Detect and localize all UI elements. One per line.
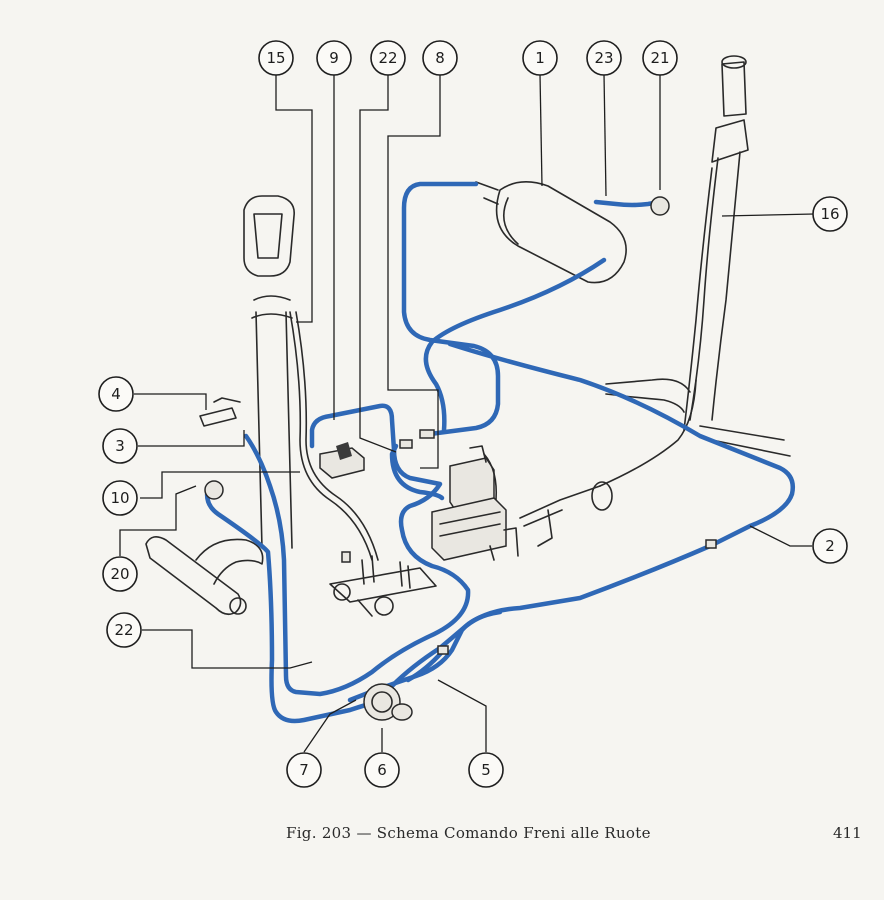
callout-6: 6	[364, 752, 400, 788]
callout-3: 3	[102, 428, 138, 464]
leader-lines	[119, 73, 815, 753]
pipe-branch-5	[405, 649, 445, 683]
svg-text:9: 9	[329, 49, 339, 67]
svg-text:7: 7	[299, 761, 309, 779]
fluid-reservoir	[319, 442, 365, 479]
callout-20: 20	[102, 556, 138, 592]
svg-text:8: 8	[435, 49, 445, 67]
callout-1: 1	[522, 40, 558, 76]
callout-7: 7	[286, 752, 322, 788]
svg-text:23: 23	[594, 49, 613, 67]
svg-text:22: 22	[378, 49, 397, 67]
pipe-tank-to-valve	[401, 181, 501, 437]
callout-21: 21	[642, 40, 678, 76]
pipe-valve-to-switch	[389, 443, 445, 501]
callout-15: 15	[258, 40, 294, 76]
svg-text:4: 4	[111, 385, 121, 403]
rubber-boot	[145, 536, 264, 616]
pipe-left-front	[204, 485, 387, 724]
callout-22-top: 22	[370, 40, 406, 76]
svg-text:1: 1	[535, 49, 545, 67]
pipe-fittings	[204, 196, 717, 655]
svg-text:5: 5	[481, 761, 491, 779]
pipe-tank-to-pressure-switch	[593, 199, 663, 208]
figure-caption: Fig. 203 — Schema Comando Freni alle Ruo…	[286, 824, 651, 842]
callout-2: 2	[812, 528, 848, 564]
pedal-assembly	[329, 555, 437, 617]
wheel-cylinder	[363, 683, 413, 721]
svg-text:15: 15	[266, 49, 285, 67]
callout-4: 4	[98, 376, 134, 412]
callout-8: 8	[422, 40, 458, 76]
svg-text:10: 10	[110, 489, 129, 507]
pipe-tank-return	[423, 257, 607, 433]
callout-10: 10	[102, 480, 138, 516]
brake-valve	[431, 379, 697, 561]
callout-22-left: 22	[106, 612, 142, 648]
svg-text:16: 16	[820, 205, 839, 223]
svg-text:2: 2	[825, 537, 835, 555]
air-tank	[475, 181, 627, 284]
callout-23: 23	[586, 40, 622, 76]
steering-column	[243, 195, 379, 561]
svg-text:21: 21	[650, 49, 669, 67]
hand-lever	[199, 397, 241, 427]
callout-16: 16	[812, 196, 848, 232]
page-number: 411	[833, 824, 862, 842]
svg-text:3: 3	[115, 437, 125, 455]
svg-text:22: 22	[114, 621, 133, 639]
brake-pipes	[204, 181, 795, 724]
callout-9: 9	[316, 40, 352, 76]
svg-text:6: 6	[377, 761, 387, 779]
parking-brake-handle	[605, 55, 791, 457]
svg-text:20: 20	[110, 565, 129, 583]
callout-5: 5	[468, 752, 504, 788]
